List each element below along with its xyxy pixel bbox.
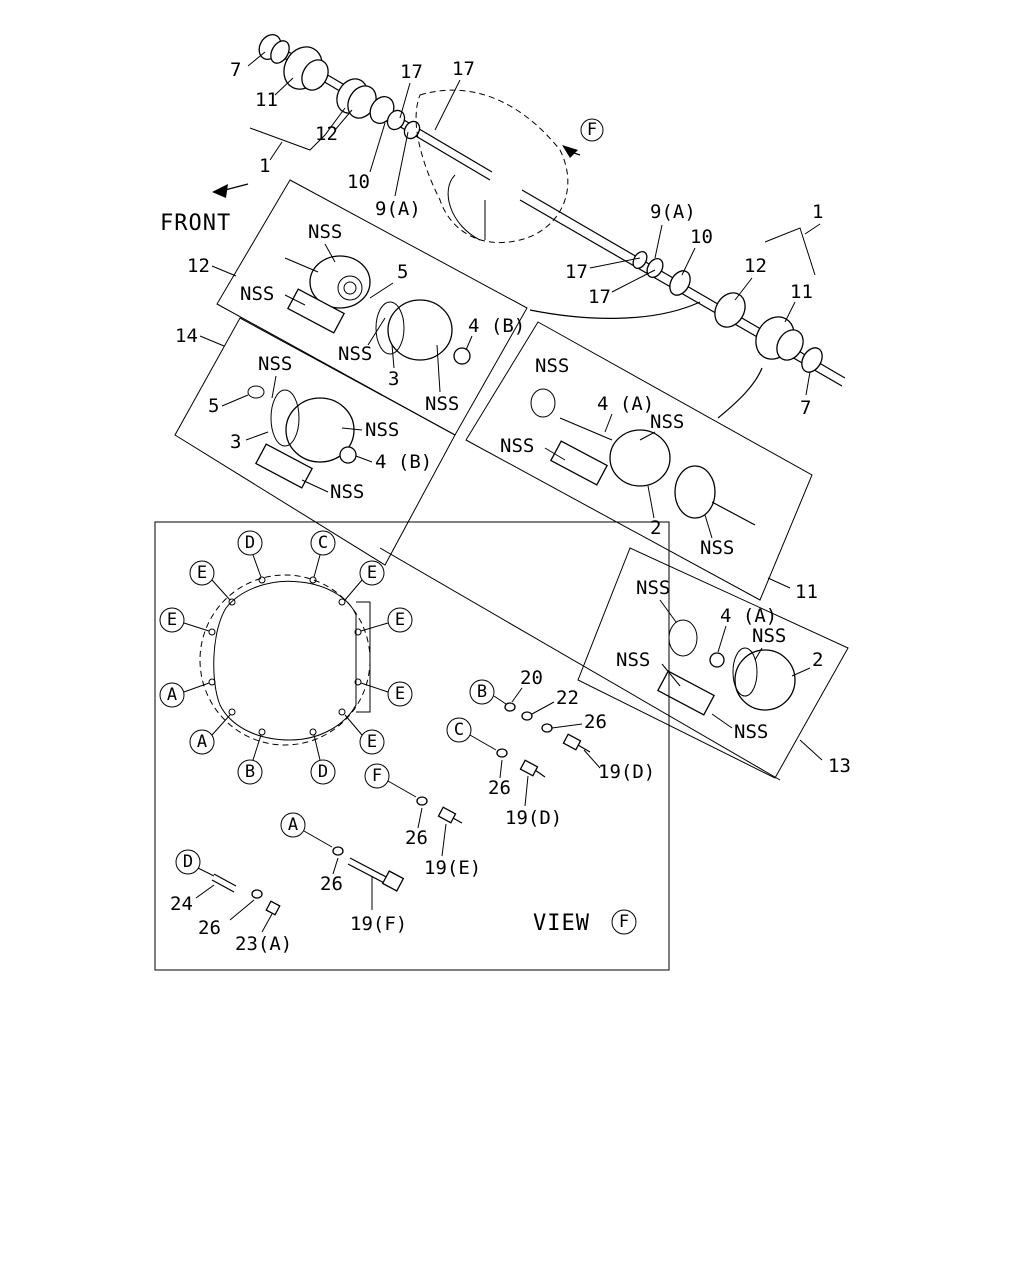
callout-label: 23(A): [235, 933, 292, 955]
kit-14-box: 14 NSS NSS NSS 5 3 4 (B): [174, 317, 456, 566]
callout-label: A: [288, 815, 298, 835]
callout-label: NSS: [365, 419, 399, 441]
callout-label: NSS: [330, 481, 364, 503]
callout-label: 9(A): [650, 201, 696, 223]
callout-label: 4 (A): [597, 393, 654, 415]
kit-13-box: 13 NSS 4 (A) NSS NSS 2 NSS: [577, 547, 851, 779]
left-drive-shaft: [258, 34, 493, 181]
callout-label: NSS: [700, 537, 734, 559]
fastener-group-f: F 26 19(E): [364, 763, 481, 879]
view-f-label: VIEW F: [533, 909, 637, 936]
callout-label: NSS: [752, 625, 786, 647]
callout-label: NSS: [535, 355, 569, 377]
callout-label: 11: [790, 281, 813, 303]
callout-label: B: [245, 762, 255, 782]
callout-label: D: [183, 852, 193, 872]
callout-label: NSS: [240, 283, 274, 305]
callout-label: 7: [230, 59, 241, 81]
callout-label: 26: [488, 777, 511, 799]
arrow-f-marker: F: [587, 120, 597, 140]
callout-label: VIEW: [533, 911, 590, 936]
callout-label: 12: [744, 255, 767, 277]
callout-label: NSS: [308, 221, 342, 243]
front-indicator: FRONT: [160, 183, 249, 236]
callout-label: NSS: [616, 649, 650, 671]
callout-label: 1: [812, 201, 823, 223]
callout-label: 13: [828, 755, 851, 777]
callout-label: 2: [812, 649, 823, 671]
callout-label: C: [318, 533, 328, 553]
callout-label: 26: [320, 873, 343, 895]
callout-label: NSS: [258, 353, 292, 375]
view-f-marker: F: [619, 912, 629, 932]
callout-label: NSS: [636, 577, 670, 599]
view-f-arrow: F: [562, 118, 604, 158]
fastener-group-c: C 26 19(D): [446, 717, 562, 829]
callout-label: 12: [187, 255, 210, 277]
callout-label: 17: [565, 261, 588, 283]
callout-label: F: [372, 766, 382, 786]
callout-label: 24: [170, 893, 193, 915]
callout-label: 5: [208, 395, 219, 417]
callout-label: 2: [650, 517, 661, 539]
differential-housing: [415, 89, 569, 244]
kit-12-box: 12 NSS NSS NSS NSS 5 3 4 (B): [187, 179, 528, 436]
callout-label: E: [367, 563, 377, 583]
callout-label: NSS: [500, 435, 534, 457]
left-shaft-callouts: 7 11 12 1 10 9(A) 17 17: [230, 51, 475, 220]
fastener-group-d: D 24 26 23(A): [170, 849, 292, 955]
right-drive-shaft: [519, 189, 846, 387]
callout-label: 26: [405, 827, 428, 849]
callout-label: A: [167, 685, 177, 705]
callout-label: 20: [520, 667, 543, 689]
callout-label: NSS: [650, 411, 684, 433]
callout-label: 11: [795, 581, 818, 603]
callout-label: NSS: [425, 393, 459, 415]
right-shaft-callouts: 9(A) 10 17 17 12 1 11 7: [565, 201, 823, 419]
callout-label: 9(A): [375, 198, 421, 220]
callout-label: 7: [800, 397, 811, 419]
callout-label: 26: [198, 917, 221, 939]
bolt-holes: [208, 576, 362, 736]
callout-label: NSS: [734, 721, 768, 743]
callout-label: 17: [452, 58, 475, 80]
callout-label: D: [245, 533, 255, 553]
callout-label: 19(F): [350, 913, 407, 935]
callout-label: 10: [347, 171, 370, 193]
callout-label: 19(D): [505, 807, 562, 829]
callout-label: 19(D): [598, 761, 655, 783]
callout-label: 1: [259, 155, 270, 177]
callout-label: 3: [388, 368, 399, 390]
callout-label: E: [395, 684, 405, 704]
callout-label: 22: [556, 687, 579, 709]
callout-label: 10: [690, 226, 713, 248]
callout-label: 4 (A): [720, 605, 777, 627]
callout-label: 3: [230, 431, 241, 453]
callout-label: 4 (B): [375, 451, 432, 473]
callout-label: 17: [588, 286, 611, 308]
callout-label: NSS: [338, 343, 372, 365]
callout-label: 11: [255, 89, 278, 111]
callout-label: C: [454, 720, 464, 740]
front-label: FRONT: [160, 211, 231, 236]
callout-label: E: [197, 563, 207, 583]
callout-label: 17: [400, 61, 423, 83]
bolt-circle-markers: D C E E E E A E A E B D: [159, 530, 413, 785]
callout-label: A: [197, 732, 207, 752]
fastener-group-b: B 20 22 26 19(D): [469, 667, 655, 783]
fastener-group-a: A 26 19(F): [280, 812, 407, 935]
callout-label: 4 (B): [468, 315, 525, 337]
callout-label: D: [318, 762, 328, 782]
callout-label: 19(E): [424, 857, 481, 879]
callout-label: E: [167, 610, 177, 630]
callout-label: 26: [584, 711, 607, 733]
callout-label: 5: [397, 261, 408, 283]
callout-label: E: [395, 610, 405, 630]
callout-label: B: [477, 682, 487, 702]
callout-label: 14: [175, 325, 198, 347]
view-f-panel: D C E E E E A E A E B D B: [154, 521, 670, 971]
callout-label: E: [367, 732, 377, 752]
kit-11-box: 11 NSS 4 (A) NSS NSS 2 NSS: [465, 321, 818, 603]
